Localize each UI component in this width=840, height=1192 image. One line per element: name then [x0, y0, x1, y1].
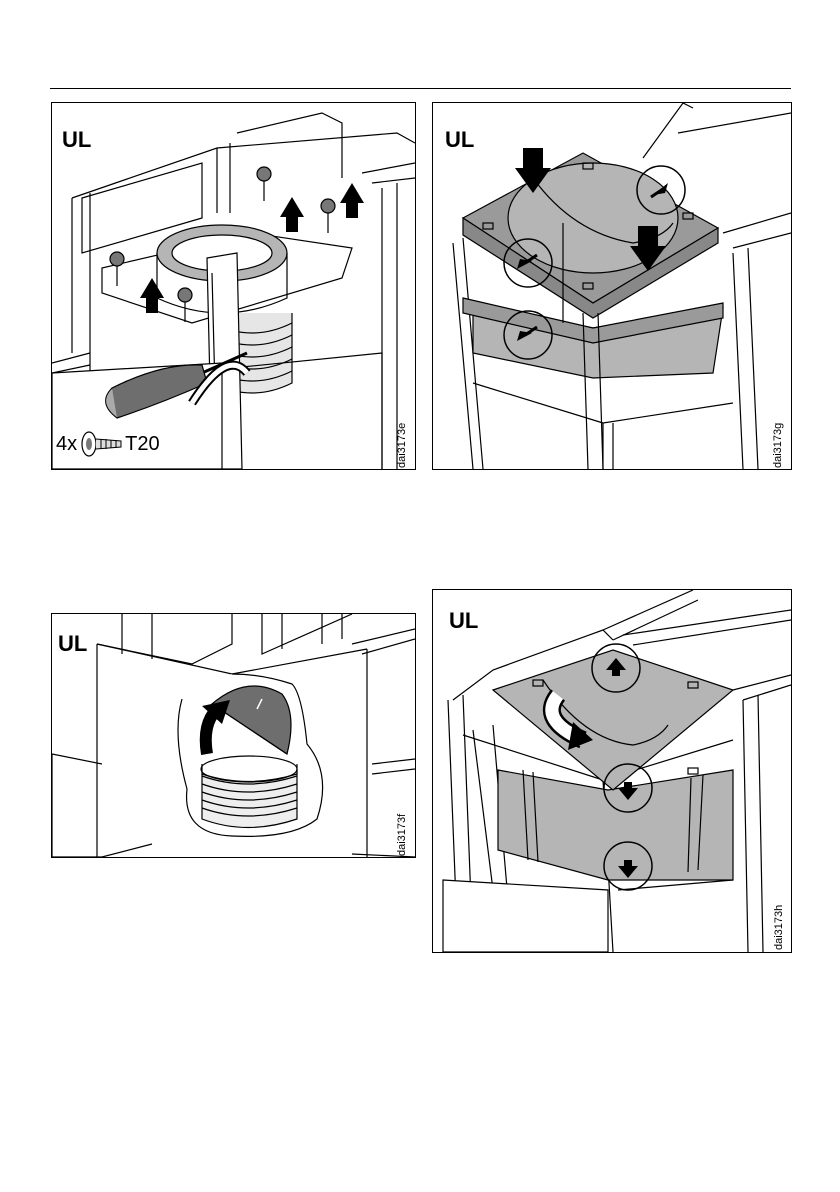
figure-label: UL [449, 608, 478, 634]
quantity-text: 4x [56, 433, 77, 456]
figure-code: dai3173f [396, 814, 408, 856]
figure-dai3173f: UL dai3173f [51, 613, 416, 858]
figure-label: UL [58, 631, 87, 657]
figure-code: dai3173g [772, 423, 784, 468]
figure-dai3173e: UL [51, 102, 416, 470]
header-rule [50, 88, 791, 89]
cooker-hood-duct-illustration [52, 103, 415, 469]
figure-code: dai3173h [773, 905, 785, 950]
tool-size-text: T20 [125, 433, 159, 456]
fan-install-illustration [433, 590, 791, 952]
figure-dai3173h: UL [432, 589, 792, 953]
figure-code: dai3173e [396, 423, 408, 468]
figure-dai3173g: UL [432, 102, 792, 470]
quantity-callout: 4x T20 [56, 430, 160, 458]
fan-housing-illustration [433, 103, 791, 469]
torx-screw-icon [79, 430, 123, 458]
flexible-hose-illustration [52, 614, 415, 857]
figure-label: UL [62, 127, 91, 153]
figure-label: UL [445, 127, 474, 153]
